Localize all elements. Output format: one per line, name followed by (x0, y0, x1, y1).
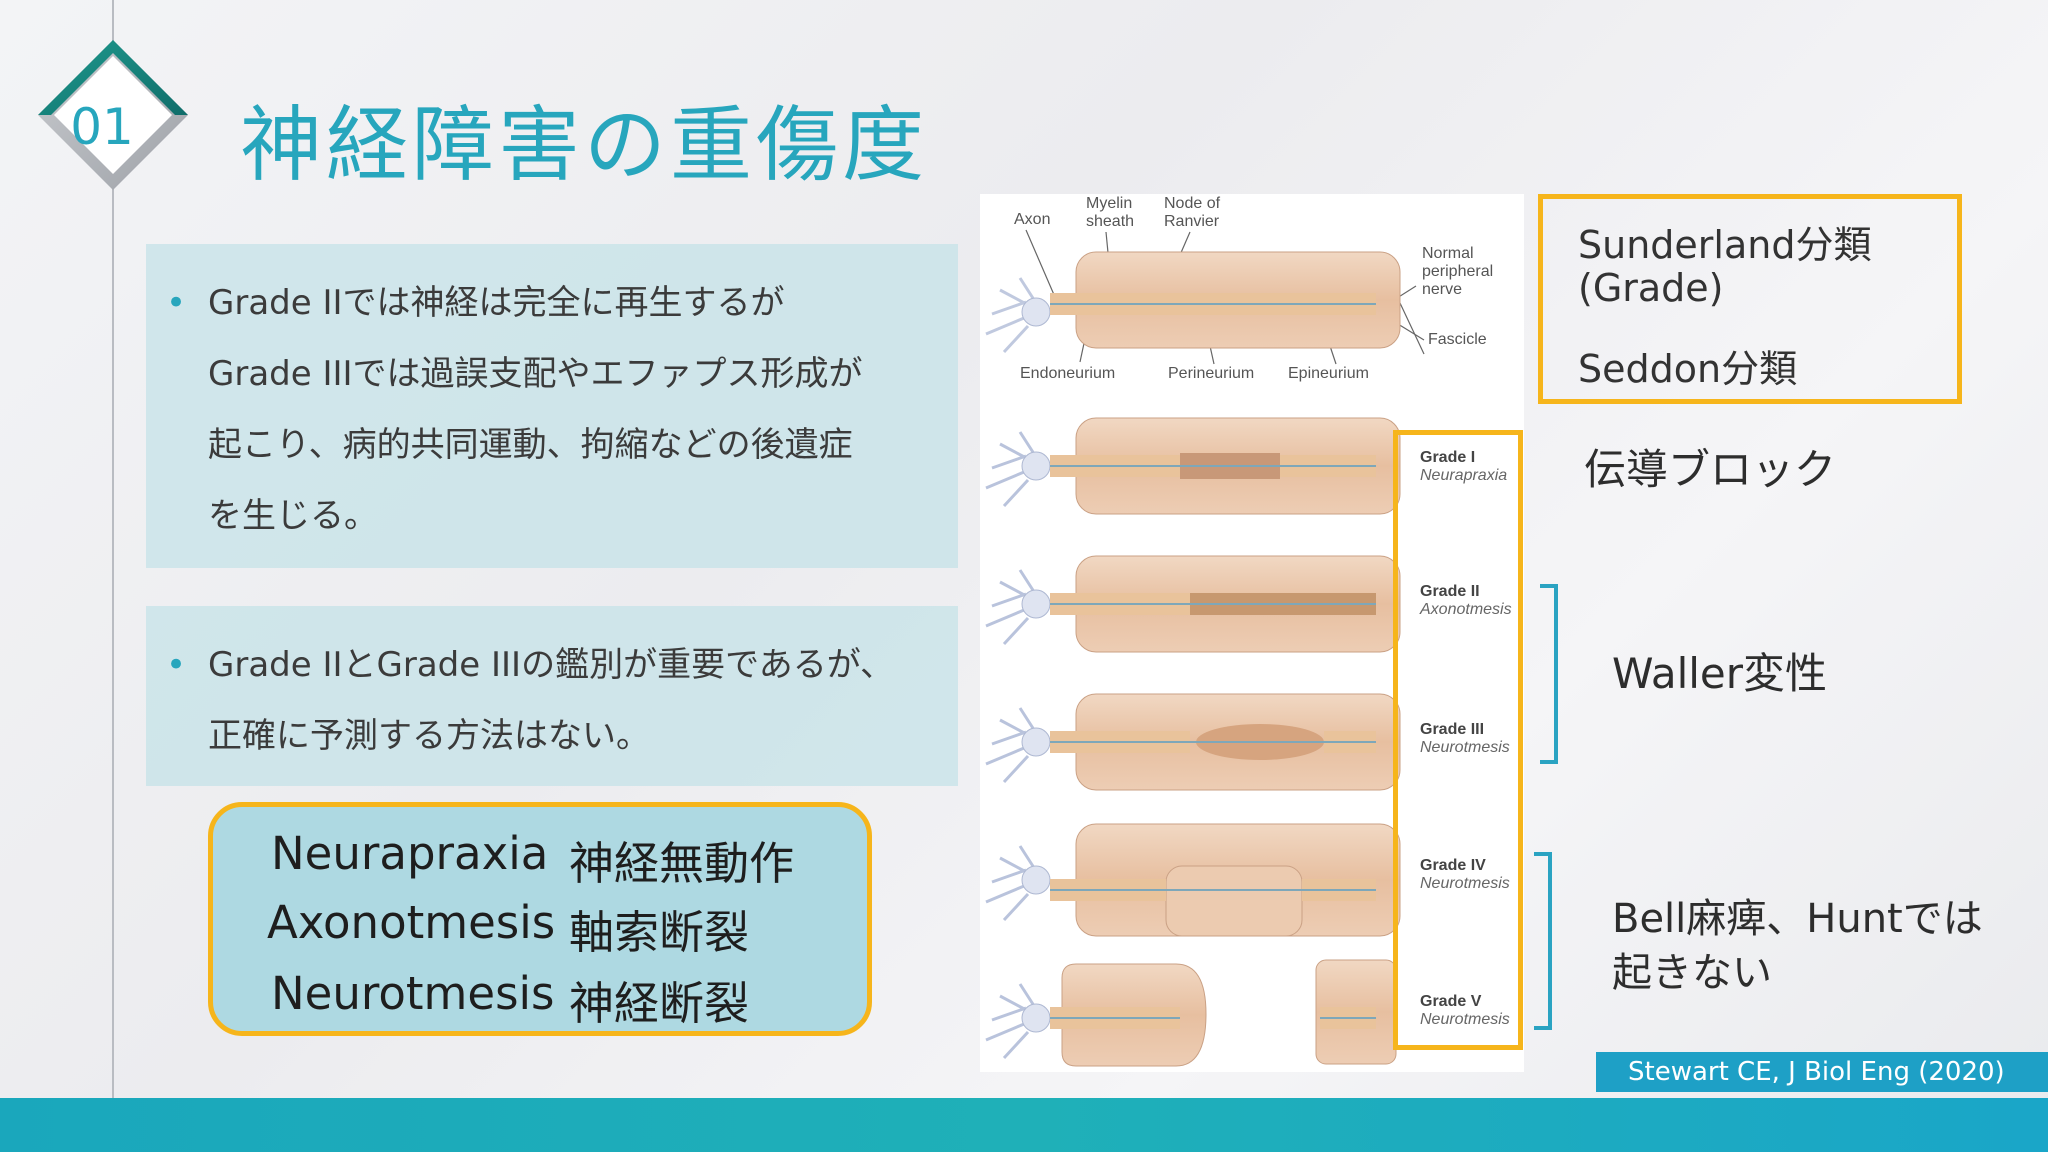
bottom-accent-bar (0, 1098, 2048, 1152)
bullet-line: Grade IIIでは過誤支配やエファプス形成が (208, 354, 863, 394)
label-node: Node of (1164, 195, 1221, 212)
bullet-item: Grade IIとGrade IIIの鑑別が重要であるが、 正確に予測する方法は… (146, 630, 958, 772)
page-title: 神経障害の重傷度 (240, 98, 929, 193)
bullet-line: Grade IIとGrade IIIの鑑別が重要であるが、 (208, 645, 895, 685)
waller-bracket (1540, 584, 1558, 764)
label-normal: Normal (1422, 245, 1474, 262)
term-english: Axonotmesis (267, 896, 556, 949)
citation: Stewart CE, J Biol Eng (2020) (1596, 1052, 2048, 1092)
nerve-row-normal (985, 251, 1401, 354)
bullet-line: Grade IIでは神経は完全に再生するが (208, 283, 785, 323)
grade-type: Neurapraxia (1420, 467, 1507, 484)
bullet-box-2: Grade IIとGrade IIIの鑑別が重要であるが、 正確に予測する方法は… (146, 606, 958, 786)
label-perineurium: Perineurium (1168, 365, 1254, 382)
nerve-injury-figure: Axon Myelin sheath Node of Ranvier Norma… (980, 194, 1524, 1072)
label-endoneurium: Endoneurium (1020, 365, 1115, 382)
label-epineurium: Epineurium (1288, 365, 1369, 382)
bullet-box-1: Grade IIでは神経は完全に再生するが Grade IIIでは過誤支配やエフ… (146, 244, 958, 568)
bell-label: Bell麻痺、Huntでは (1612, 896, 1983, 942)
grade-type: Axonotmesis (1419, 601, 1512, 618)
term-japanese: 神経無動作 (569, 837, 795, 890)
grade-label: Grade V (1420, 993, 1482, 1010)
nerve-illustration: Axon Myelin sheath Node of Ranvier Norma… (985, 195, 1512, 1067)
bullet-item: Grade IIでは神経は完全に再生するが Grade IIIでは過誤支配やエフ… (146, 268, 958, 552)
term-english: Neurapraxia (271, 827, 549, 880)
term-english: Neurotmesis (271, 967, 555, 1020)
term-japanese: 軸索断裂 (569, 906, 750, 959)
grade-type: Neurotmesis (1420, 1011, 1510, 1028)
nerve-row-grade-4 (985, 823, 1401, 937)
label-normal: peripheral (1422, 263, 1493, 280)
label-myelin: Myelin (1086, 195, 1132, 212)
grade-type: Neurotmesis (1420, 739, 1510, 756)
terminology-box: Neurapraxia 神経無動作 Axonotmesis 軸索断裂 Neuro… (208, 802, 872, 1036)
grade-label: Grade I (1420, 449, 1475, 466)
label-normal: nerve (1422, 281, 1462, 298)
slide-number-badge: 01 (38, 40, 188, 190)
nerve-row-grade-1 (985, 417, 1401, 515)
classification-box (1538, 194, 1962, 404)
label-axon: Axon (1014, 211, 1050, 228)
bullet-line: を生じる。 (208, 496, 378, 536)
term-japanese: 神経断裂 (569, 977, 750, 1030)
waller-label: Waller変性 (1612, 649, 1828, 698)
label-node: Ranvier (1164, 213, 1220, 230)
label-myelin: sheath (1086, 213, 1134, 230)
grade-highlight-box (1393, 430, 1523, 1050)
grade-label-paren: (Grade) (1578, 266, 1724, 310)
grade-type: Neurotmesis (1420, 875, 1510, 892)
grade-label: Grade IV (1420, 857, 1486, 874)
seddon-label: Seddon分類 (1578, 347, 1798, 391)
bullet-line: 正確に予測する方法はない。 (208, 716, 650, 756)
nerve-row-grade-2 (985, 555, 1401, 653)
bell-bracket (1534, 852, 1552, 1030)
conduction-block-label: 伝導ブロック (1584, 445, 1837, 494)
nerve-row-grade-3 (985, 693, 1401, 791)
bullet-line: 起こり、病的共同運動、拘縮などの後遺症 (208, 425, 853, 465)
nerve-row-grade-5 (985, 959, 1397, 1067)
slide-number: 01 (70, 98, 134, 156)
label-fascicle: Fascicle (1428, 331, 1487, 348)
grade-label: Grade III (1420, 721, 1484, 738)
sunderland-label: Sunderland分類 (1578, 223, 1872, 267)
bell-label: 起きない (1612, 950, 1772, 996)
grade-label: Grade II (1420, 583, 1480, 600)
vertical-guide-line (112, 0, 114, 1100)
